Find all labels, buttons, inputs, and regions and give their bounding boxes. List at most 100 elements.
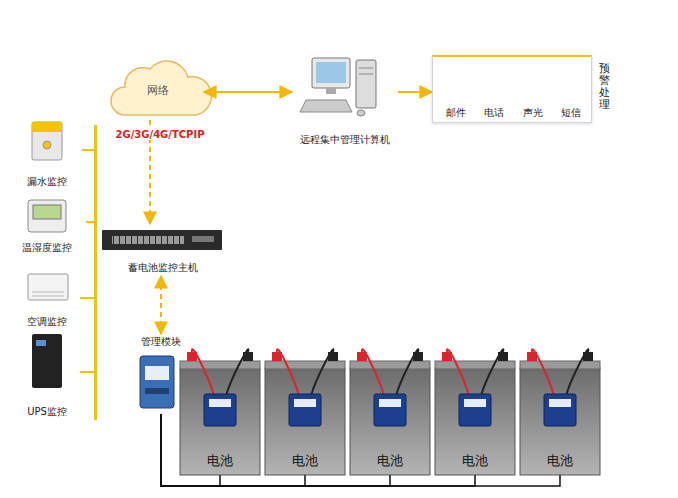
battery-node: 电池 xyxy=(350,360,430,475)
sensor-bus xyxy=(80,125,97,420)
node-label: 电池 xyxy=(547,453,573,469)
battery-drawing xyxy=(180,368,260,475)
computer-icon xyxy=(356,60,376,108)
temperature-sensor-icon xyxy=(33,205,61,219)
battery-drawing xyxy=(549,399,571,407)
battery-illustration xyxy=(180,349,600,475)
battery-drawing xyxy=(379,399,401,407)
computer-icon xyxy=(326,88,336,94)
battery-drawing xyxy=(209,399,231,407)
air-conditioner-icon xyxy=(28,274,68,300)
node-label: 空调监控 xyxy=(27,316,67,328)
node-label: 漏水监控 xyxy=(27,176,67,188)
panel-heading: 预警处理 xyxy=(599,63,610,111)
management-module-device xyxy=(145,388,169,394)
battery-node: 电池 xyxy=(520,360,600,475)
ups-monitor-node: UPS监控 xyxy=(16,330,78,420)
leak-sensor-icon xyxy=(43,141,51,149)
air-conditioner-icon xyxy=(32,292,64,293)
battery-wire xyxy=(161,414,560,486)
node-label: 温湿度监控 xyxy=(22,242,72,254)
phone-node: 电话 xyxy=(477,61,511,121)
node-label: 短信 xyxy=(561,107,581,119)
battery-drawing xyxy=(265,368,345,475)
node-label: 管理模块 xyxy=(141,336,181,348)
node-label: 电池 xyxy=(207,453,233,469)
battery-drawing xyxy=(520,368,600,475)
node-label: 蓄电池监控主机 xyxy=(128,262,198,274)
mail-node: 邮件 xyxy=(439,61,473,121)
edge-label: 2G/3G/4G/TCPIP xyxy=(114,129,207,140)
node-label: 远程集中管理计算机 xyxy=(300,134,390,146)
network-cloud xyxy=(111,61,211,115)
computer-icon xyxy=(312,58,350,88)
node-label: 邮件 xyxy=(446,107,466,119)
node-label: 网络 xyxy=(147,84,169,97)
battery-drawing xyxy=(294,399,316,407)
temperature-monitor-node: 温湿度监控 xyxy=(10,196,84,256)
battery-wire xyxy=(161,414,220,486)
management-module-device xyxy=(140,356,174,408)
ups-icon xyxy=(32,334,62,388)
management-module-device xyxy=(145,366,169,380)
node-label: 电池 xyxy=(292,453,318,469)
battery-drawing xyxy=(180,349,260,475)
battery-drawing xyxy=(350,368,430,475)
air-conditioner-icon xyxy=(32,296,64,297)
battery-drawing xyxy=(464,399,486,407)
alert-panel: 预警处理邮件电话声光短信 xyxy=(432,55,592,123)
computer-icon xyxy=(300,58,376,116)
link-arrow xyxy=(160,276,162,334)
battery-wire xyxy=(161,414,390,486)
ups-icon xyxy=(36,340,46,346)
battery-wire xyxy=(161,414,475,486)
battery-drawing xyxy=(350,349,430,475)
management-module-node: 管理模块 xyxy=(136,334,186,414)
battery-host-device xyxy=(102,230,222,250)
battery-drawing xyxy=(532,349,554,396)
computer-icon xyxy=(359,68,373,69)
management-module-device xyxy=(140,356,174,408)
leak-sensor-icon xyxy=(32,122,62,160)
sensor-bus xyxy=(82,149,95,151)
sms-node: 短信 xyxy=(554,61,588,121)
battery-host-node: 蓄电池监控主机 xyxy=(100,224,226,276)
link-arrow xyxy=(398,91,432,93)
sensor-bus xyxy=(94,125,97,420)
battery-host-device xyxy=(112,236,184,244)
node-label: 电池 xyxy=(462,453,488,469)
battery-drawing xyxy=(362,349,384,396)
battery-drawing xyxy=(277,349,299,396)
computer-node: 远程集中管理计算机 xyxy=(292,52,398,148)
battery-drawing xyxy=(481,349,503,396)
air-conditioner-icon xyxy=(28,274,68,300)
computer-icon xyxy=(359,74,373,75)
node-label: 声光 xyxy=(523,107,543,119)
battery-drawing xyxy=(374,394,406,426)
battery-host-device xyxy=(192,236,214,242)
node-label: UPS监控 xyxy=(27,406,67,418)
sensor-bus xyxy=(86,221,95,223)
battery-drawing xyxy=(435,349,515,475)
computer-icon xyxy=(357,110,365,116)
battery-drawing xyxy=(520,361,600,369)
leak-monitor-node: 漏水监控 xyxy=(14,118,80,190)
battery-node: 电池 xyxy=(265,360,345,475)
battery-drawing xyxy=(192,349,214,396)
link-arrow xyxy=(204,91,292,93)
battery-drawing xyxy=(226,349,248,396)
battery-drawing xyxy=(265,349,345,475)
alarm-light-node: 声光 xyxy=(516,61,550,121)
sensor-bus xyxy=(80,371,95,373)
temperature-sensor-icon xyxy=(28,200,66,232)
battery-drawing xyxy=(204,394,236,426)
temperature-sensor-icon xyxy=(28,200,66,232)
battery-drawing xyxy=(311,349,333,396)
battery-host-device xyxy=(102,230,222,250)
network-cloud-node: 网络 xyxy=(112,62,204,120)
battery-drawing xyxy=(544,394,576,426)
sensor-bus xyxy=(80,297,95,299)
battery-drawing xyxy=(520,349,600,475)
battery-node: 电池 xyxy=(180,360,260,475)
